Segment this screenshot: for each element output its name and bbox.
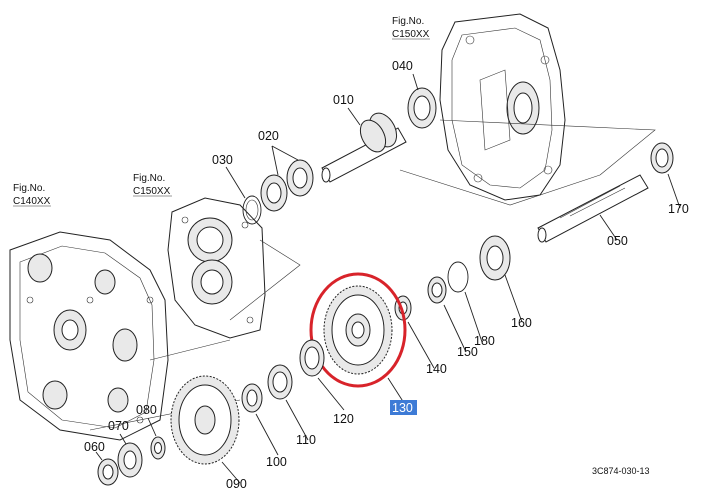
svg-text:Fig.No.: Fig.No. [133, 173, 165, 184]
collar-150 [427, 276, 447, 304]
svg-text:Fig.No.: Fig.No. [392, 16, 424, 27]
bearing-040 [407, 87, 437, 129]
part-label-050[interactable]: 050 [607, 234, 628, 248]
part-label-010[interactable]: 010 [333, 93, 354, 107]
part-label-130-highlight [390, 400, 417, 415]
part-label-150[interactable]: 150 [457, 345, 478, 359]
gear-130 [323, 285, 393, 375]
snap-ring-180 [447, 261, 469, 293]
svg-text:C140XX: C140XX [13, 196, 51, 207]
leader-lines [95, 73, 681, 484]
collar-100 [241, 383, 263, 413]
fig-ref-c150-top: Fig.No. C150XX [392, 16, 430, 40]
bearings-020 [260, 159, 314, 212]
part-label-030[interactable]: 030 [212, 153, 233, 167]
housing-top-right [439, 13, 566, 201]
washer-080 [150, 436, 166, 460]
fig-ref-c150-mid: Fig.No. C150XX [133, 173, 172, 197]
part-label-120[interactable]: 120 [333, 412, 354, 426]
part-label-080[interactable]: 080 [136, 403, 157, 417]
snap-ring-030 [242, 195, 262, 225]
shaft-050 [537, 174, 649, 243]
part-label-070[interactable]: 070 [108, 419, 129, 433]
gear-090 [170, 375, 240, 465]
highlight-circle [309, 272, 407, 388]
bearing-060 [97, 458, 119, 486]
part-label-090[interactable]: 090 [226, 477, 247, 491]
bearing-160 [479, 235, 511, 281]
svg-text:C150XX: C150XX [392, 29, 430, 40]
needle-bearing-120 [299, 339, 325, 377]
part-label-180[interactable]: 180 [474, 334, 495, 348]
part-label-110[interactable]: 110 [296, 433, 316, 447]
part-label-040[interactable]: 040 [392, 59, 413, 73]
fig-ref-c140: Fig.No. C140XX [13, 183, 51, 207]
svg-text:C150XX: C150XX [133, 186, 171, 197]
needle-bearing-110 [267, 364, 293, 400]
shaft-010 [321, 112, 407, 183]
housing-left [9, 231, 169, 441]
part-label-060[interactable]: 060 [84, 440, 105, 454]
bearing-070 [117, 442, 143, 478]
part-label-160[interactable]: 160 [511, 316, 532, 330]
seal-170 [650, 142, 674, 174]
part-label-130[interactable]: 130 [392, 401, 413, 415]
part-label-020[interactable]: 020 [258, 129, 279, 143]
svg-text:Fig.No.: Fig.No. [13, 183, 45, 194]
part-label-170[interactable]: 170 [668, 202, 689, 216]
drawing-reference: 3C874-030-13 [592, 466, 650, 476]
part-label-140[interactable]: 140 [426, 362, 447, 376]
part-label-100[interactable]: 100 [266, 455, 287, 469]
housing-middle [167, 197, 266, 339]
